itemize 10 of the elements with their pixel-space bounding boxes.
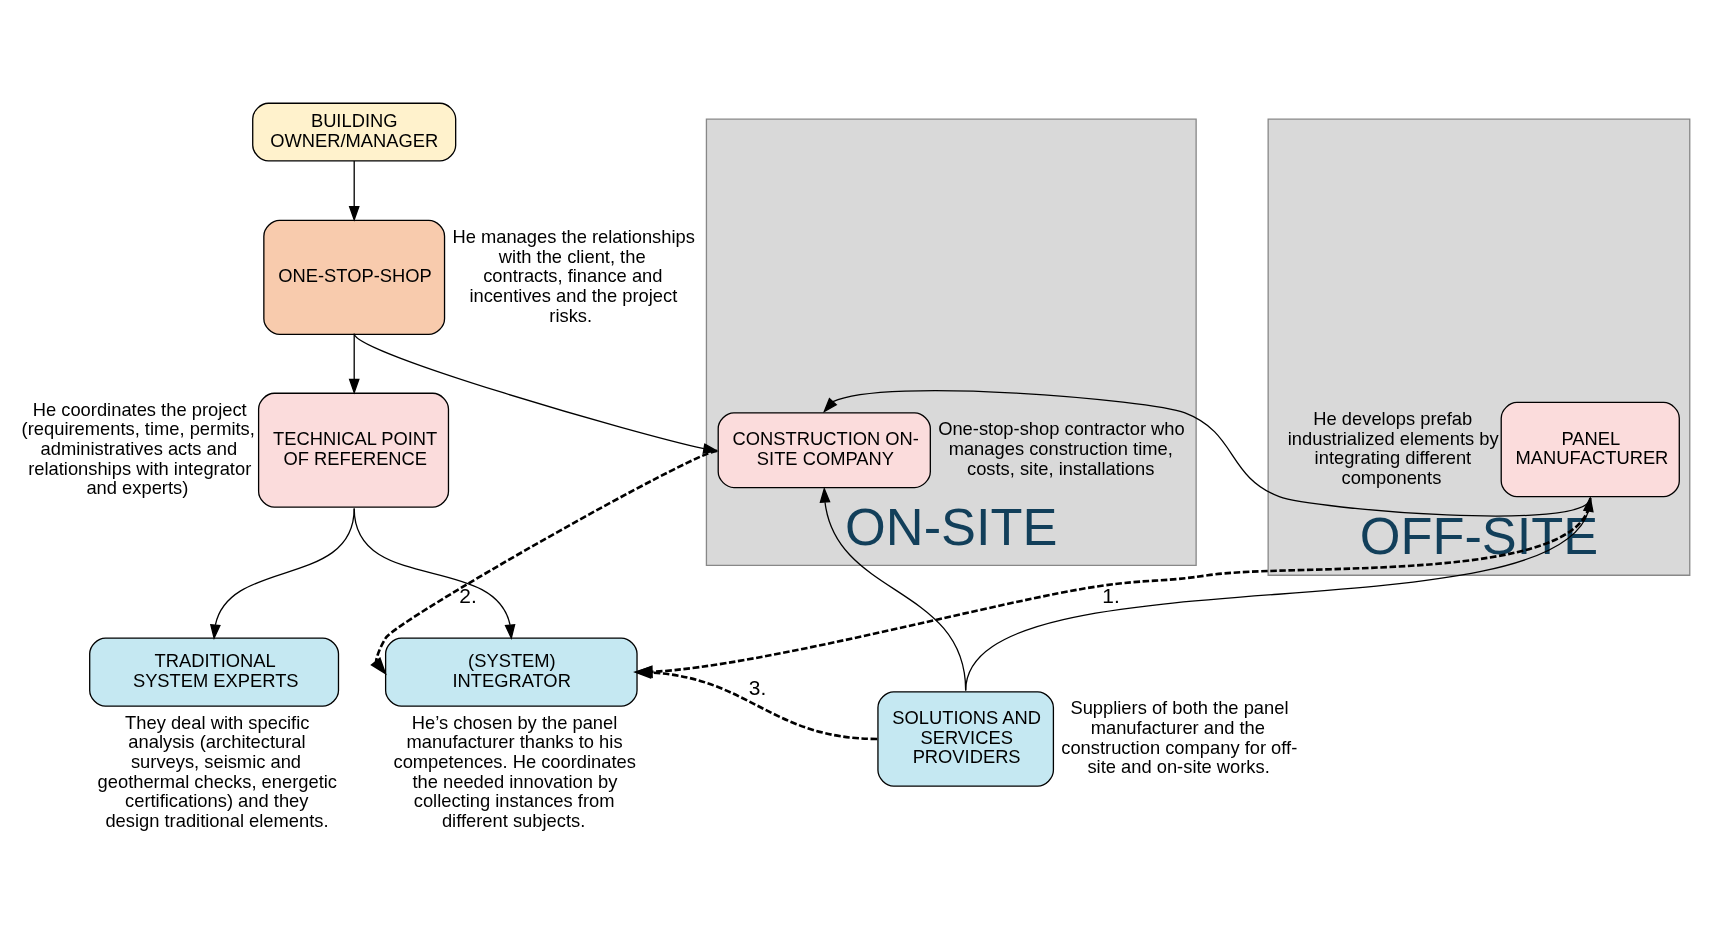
edge-label: 2. xyxy=(459,583,477,607)
node-label: He coordinates the project (requirements, time, permits, administratives acts and relationships with integrator and experts) xyxy=(21,398,255,499)
node-label: He develops prefab industrialized elements by integrating different components xyxy=(1287,407,1499,488)
edge-label: 3. xyxy=(748,676,767,700)
node-label: He’s chosen by the panel manufacturer thanks to his competences. He coordinates the needed innovation by collecting instances from different subjects. xyxy=(393,711,636,831)
edge-label: 1. xyxy=(1102,583,1120,607)
node-label: They deal with specific analysis (architectural surveys, seismic and geothermal checks, energetic certifications) and they design traditional elements. xyxy=(97,711,337,831)
node-label: Suppliers of both the panel manufacturer and the construction company for off-site and on-site works. xyxy=(1061,697,1298,778)
node-label: He manages the relationships with the client, the contracts, finance and incentives and the project risks. xyxy=(452,225,695,326)
node-label: One-stop-shop contractor who manages construction time, costs, site, installations xyxy=(938,418,1185,479)
